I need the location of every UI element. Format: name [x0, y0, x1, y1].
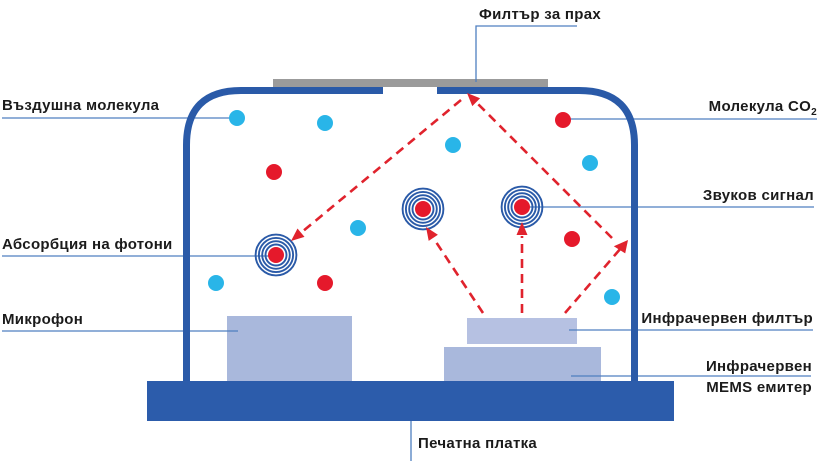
label-microphone: Микрофон — [2, 311, 84, 328]
ir-ray-arrowhead — [516, 222, 528, 235]
label-ir-filter: Инфрачервен филтър — [641, 310, 813, 327]
co2-molecules — [266, 112, 580, 291]
air-molecule-dot — [445, 137, 461, 153]
dome-outline-left — [183, 87, 383, 381]
sound-ring — [510, 195, 534, 219]
co2-molecule-dot — [415, 201, 431, 217]
ir-mems-emitter-block — [444, 347, 601, 381]
label-co2-molecule-main: Молекула CO — [708, 98, 812, 115]
air-molecule-dot — [350, 220, 366, 236]
label-dust-filter: Филтър за прах — [479, 6, 602, 23]
pcb-bar — [147, 381, 674, 421]
sound-ring — [261, 240, 291, 270]
label-photon-absorption: Абсорбция на фотони — [2, 236, 173, 253]
air-molecules — [208, 110, 620, 305]
sound-wave-symbol — [500, 185, 544, 229]
co2-molecule-dot — [564, 231, 580, 247]
co2-molecule-dot — [317, 275, 333, 291]
sound-ring — [254, 233, 298, 277]
ir-ray — [301, 98, 462, 234]
air-molecule-dot — [317, 115, 333, 131]
microphone-block — [227, 316, 352, 381]
sound-ring — [401, 187, 445, 231]
co2-molecule-dot — [268, 247, 284, 263]
label-pcb: Печатна платка — [418, 435, 538, 452]
sound-ring — [404, 190, 442, 228]
sound-ring — [507, 192, 537, 222]
ir-ray-arrows — [291, 93, 628, 314]
ir-ray-arrowhead — [426, 227, 438, 241]
air-molecule-dot — [208, 275, 224, 291]
sound-ring — [257, 236, 295, 274]
label-co2-molecule-subscript: 2 — [811, 107, 817, 118]
ir-ray — [432, 238, 485, 314]
label-sound-signal: Звуков сигнал — [702, 187, 814, 204]
label-ir-emitter-line2: MEMS емитер — [706, 379, 812, 396]
air-molecule-dot — [582, 155, 598, 171]
co2-molecule-dot — [514, 199, 530, 215]
co2-molecule-dot — [266, 164, 282, 180]
label-co2-molecule: Молекула CO2 — [640, 98, 817, 121]
label-ir-emitter-line1: Инфрачервен — [705, 358, 812, 375]
co2-molecule-dot — [555, 112, 571, 128]
ir-ray — [476, 102, 613, 239]
ir-ray-arrowhead — [467, 93, 481, 107]
air-molecule-dot — [604, 289, 620, 305]
sound-ring — [411, 197, 435, 221]
dome-outline-right — [437, 87, 638, 381]
ir-ray-arrowhead — [291, 228, 305, 241]
sound-ring — [408, 194, 438, 224]
ir-filter-block — [467, 318, 577, 344]
sound-wave-symbol — [254, 233, 298, 277]
sound-ring — [264, 243, 288, 267]
label-air-molecule: Въздушна молекула — [2, 97, 160, 114]
dust-filter-bar — [273, 79, 548, 87]
ir-ray-arrowhead — [613, 240, 628, 254]
air-molecule-dot — [229, 110, 245, 126]
sound-wave-symbol — [401, 187, 445, 231]
leader-dust-filter — [475, 25, 577, 82]
